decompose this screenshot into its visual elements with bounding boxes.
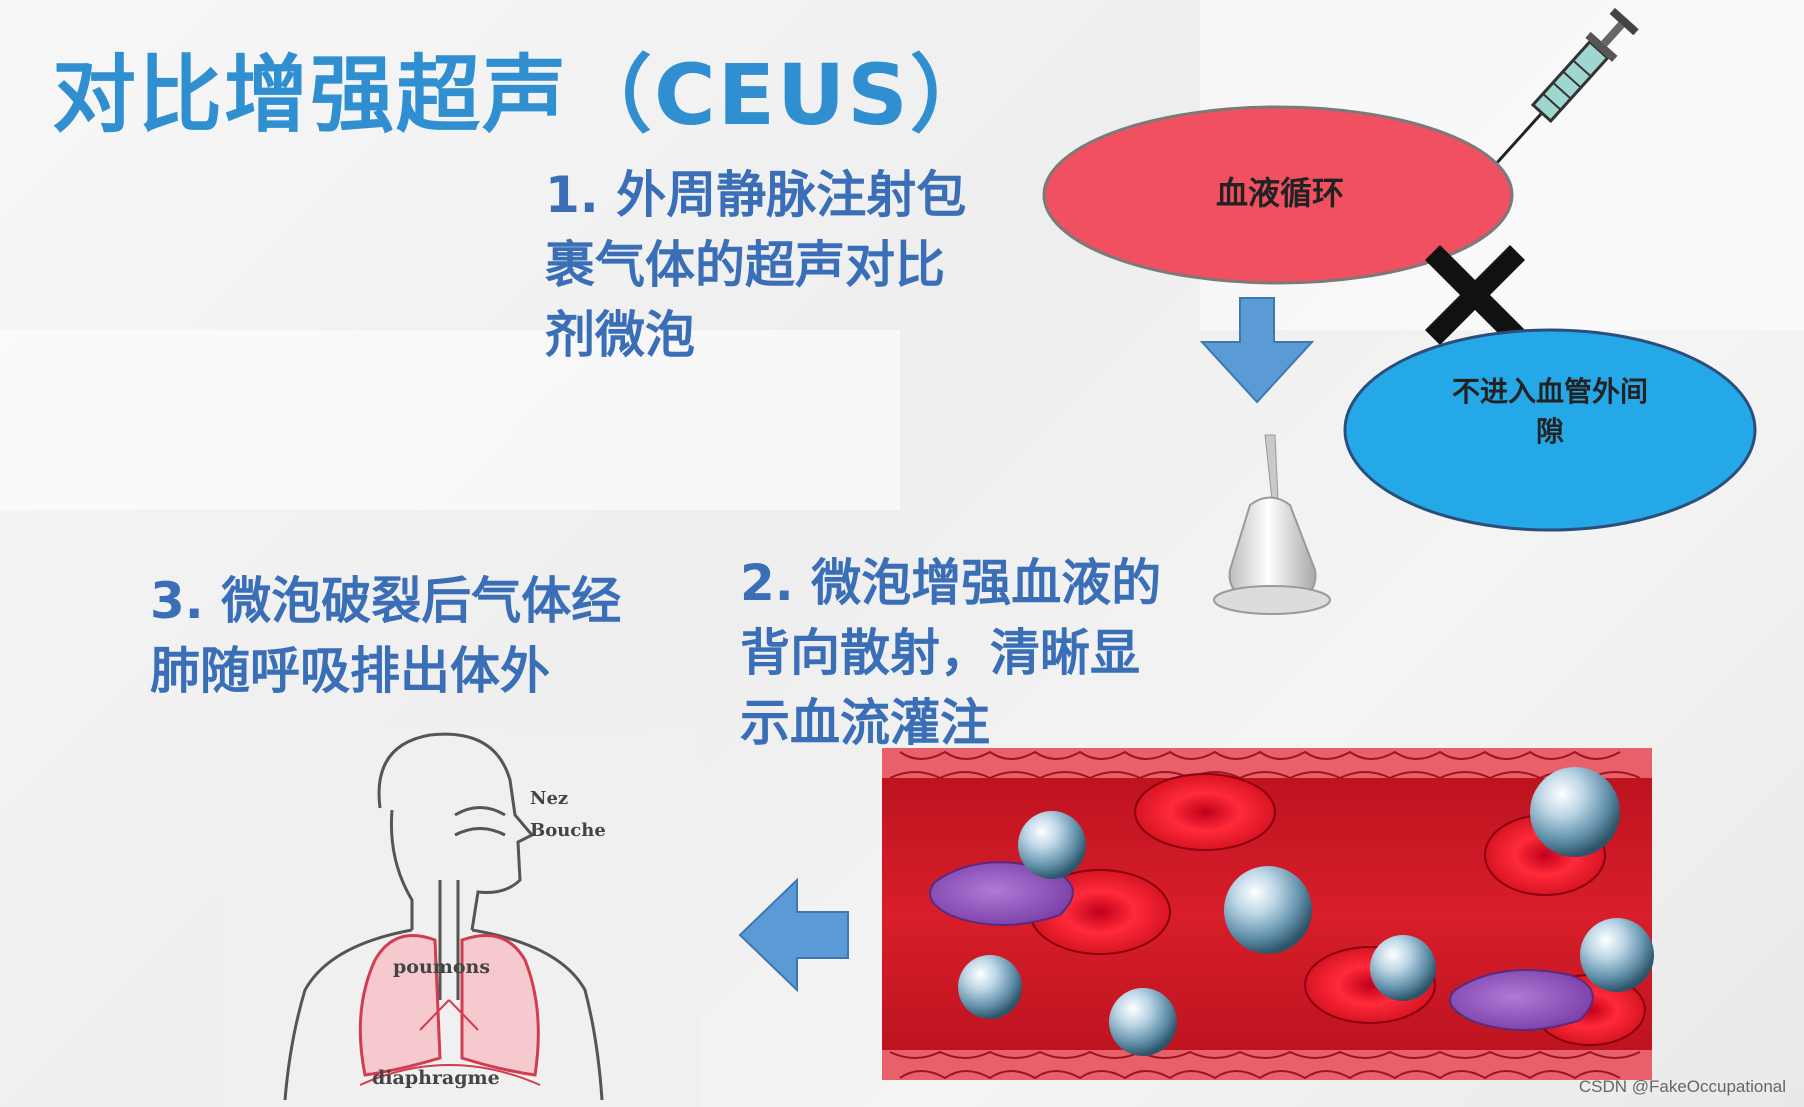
step-2-line-3: 示血流灌注 [740,694,990,752]
step-1-text: 1. 外周静脉注射包 裹气体的超声对比 剂微泡 [545,160,966,370]
blood-circulation-label: 血液循环 [1215,174,1344,212]
step-3-line-2: 肺随呼吸排出体外 [150,642,550,700]
ultrasound-probe-icon [1213,434,1331,615]
step-1-line-3: 剂微泡 [545,306,695,364]
cross-icon [1425,245,1525,345]
blood-vessel-illustration [882,748,1654,1080]
step-2-line-1: 2. 微泡增强血液的 [740,554,1162,612]
respiratory-system-illustration [222,730,700,1107]
step-1-line-1: 1. 外周静脉注射包 [545,166,967,224]
watermark: CSDN @FakeOccupational [1578,1077,1786,1096]
label-bouche: Bouche [530,820,606,841]
down-arrow-icon [1199,297,1315,404]
extravascular-ellipse [1343,328,1757,532]
step-2-line-2: 背向散射，清晰显 [740,624,1140,682]
extravascular-label-line-1: 不进入血管外间 [1451,375,1648,408]
extravascular-label-line-2: 隙 [1535,415,1564,448]
background-panel [0,330,900,510]
label-diaphragme: diaphragme [372,1067,500,1089]
step-3-line-1: 3. 微泡破裂后气体经 [150,572,622,630]
step-2-text: 2. 微泡增强血液的 背向散射，清晰显 示血流灌注 [740,548,1161,758]
label-poumons: poumons [393,956,491,978]
step-1-line-2: 裹气体的超声对比 [545,236,945,294]
syringe-icon [1493,7,1639,167]
step-3-text: 3. 微泡破裂后气体经 肺随呼吸排出体外 [150,566,621,706]
left-arrow-icon [738,877,849,993]
blood-circulation-ellipse [1042,105,1514,285]
page-title: 对比增强超声（CEUS） [52,46,996,144]
extravascular-label: 不进入血管外间 隙 [1420,372,1680,452]
label-nez: Nez [530,788,569,809]
